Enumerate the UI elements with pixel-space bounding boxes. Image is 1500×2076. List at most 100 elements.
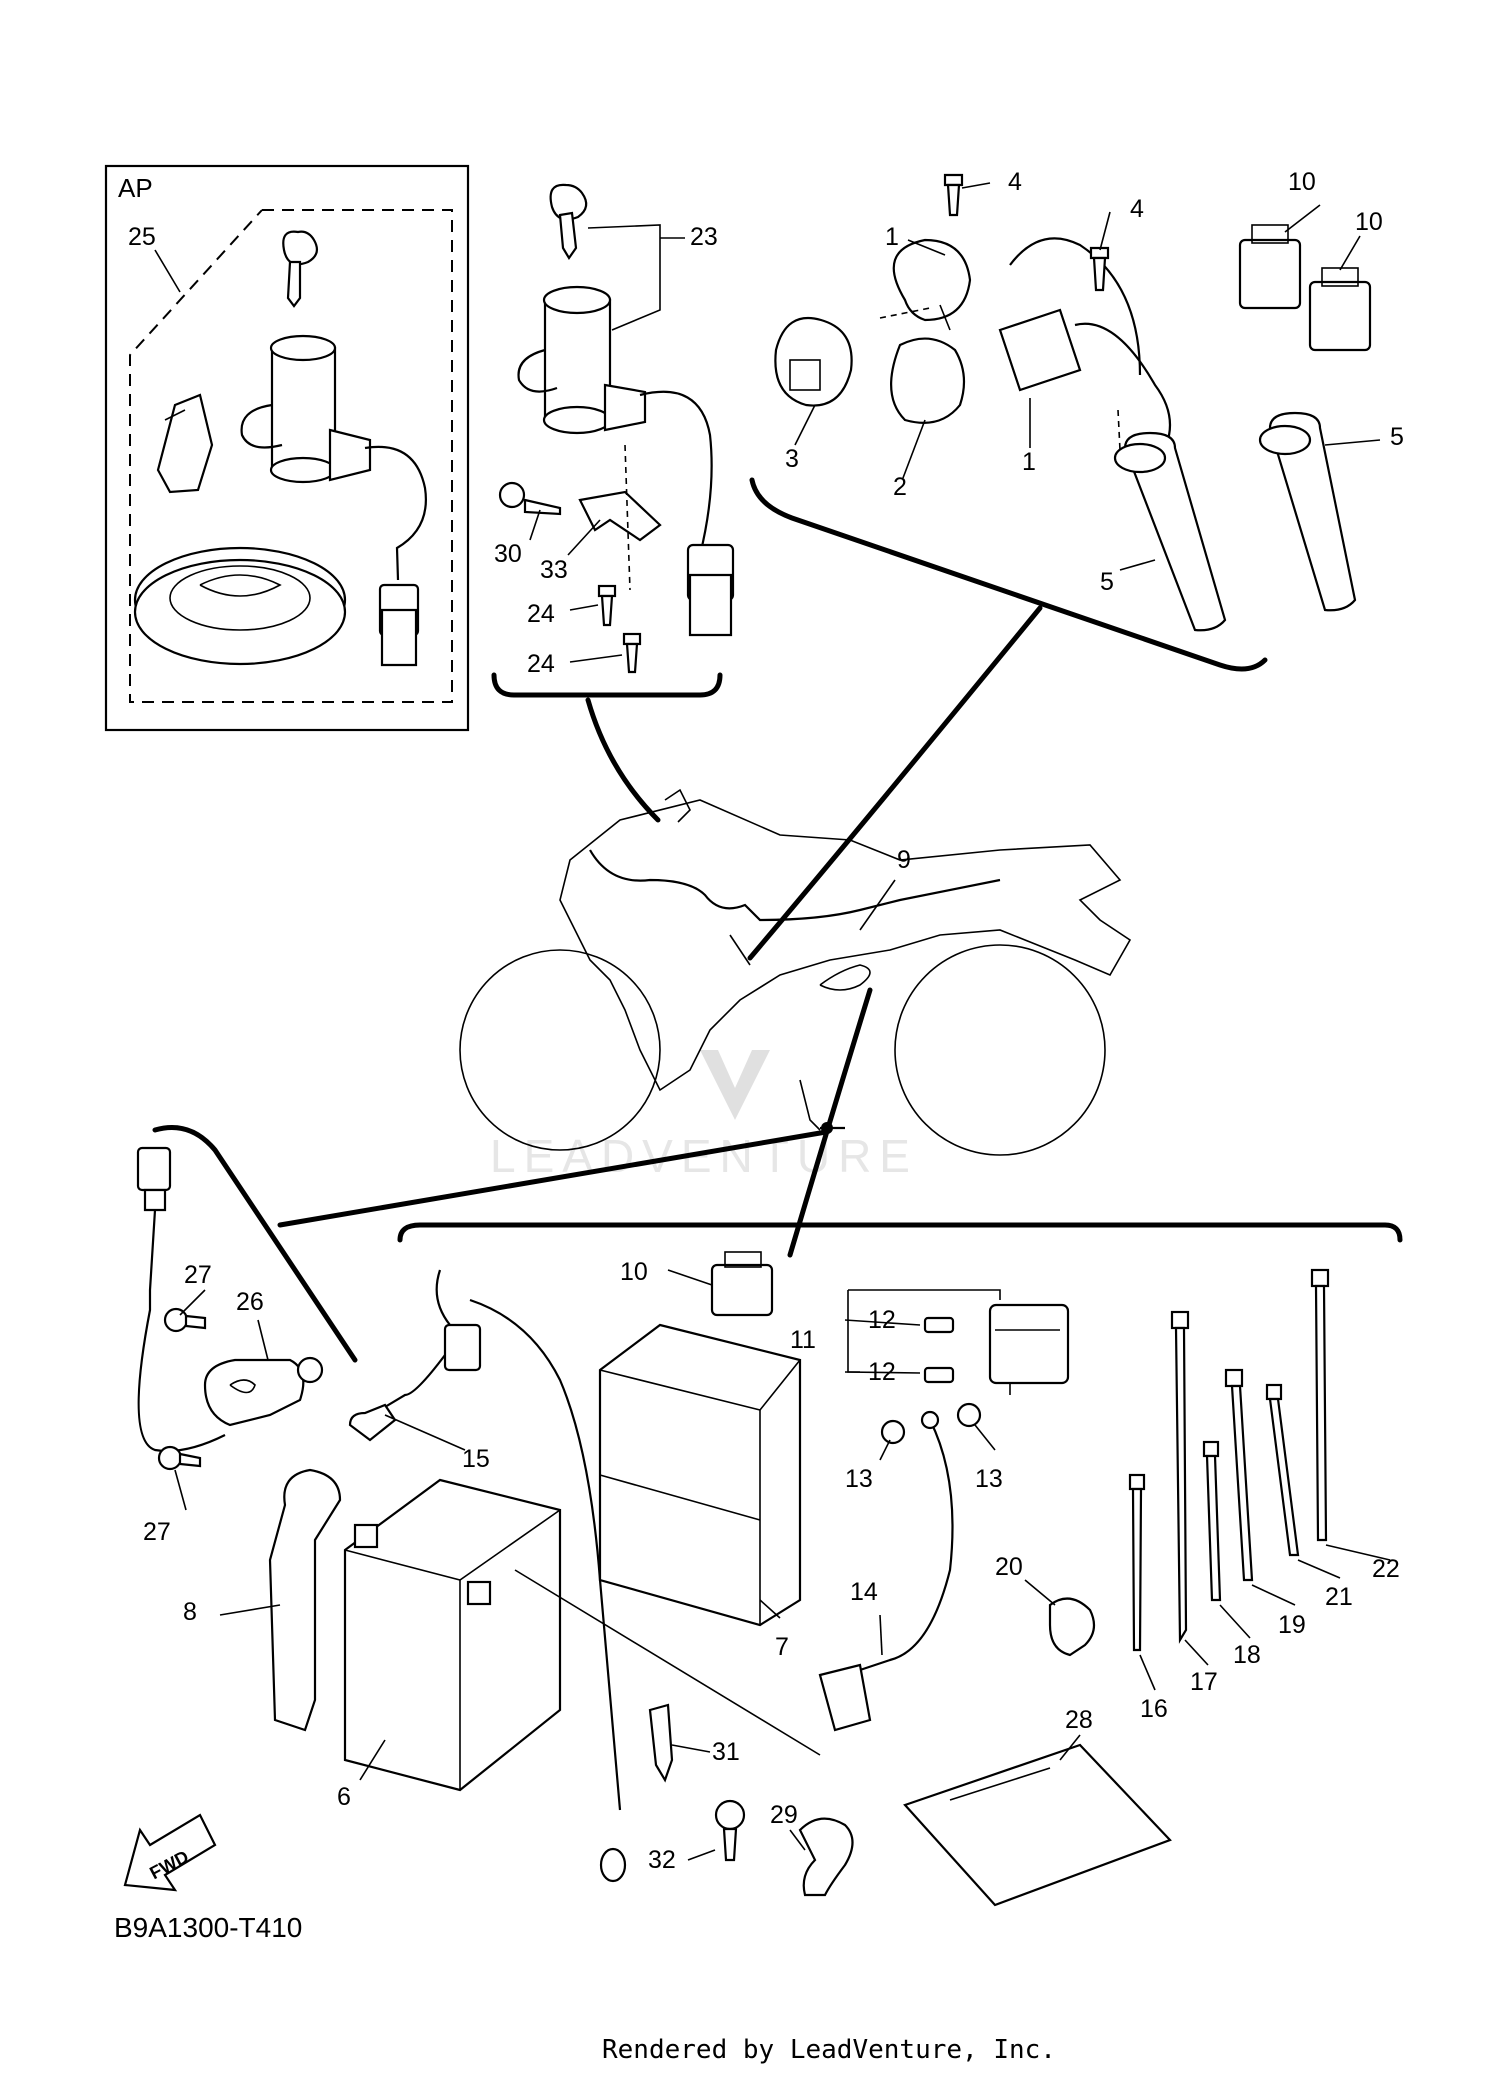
link-line-handlebar xyxy=(747,605,1043,961)
bracket-icon xyxy=(578,490,662,542)
callout-17: 17 xyxy=(1190,1668,1218,1696)
callout-33: 33 xyxy=(540,556,568,584)
callout-1a: 1 xyxy=(885,223,899,251)
callout-4a: 4 xyxy=(1008,168,1022,196)
clamp-20-icon xyxy=(1048,1597,1096,1657)
callout-23: 23 xyxy=(690,223,718,251)
motorcycle-silhouette xyxy=(459,788,1132,1156)
ap-main-switch-icon xyxy=(240,334,427,581)
callout-32: 32 xyxy=(648,1846,676,1874)
handlebar-switch-group xyxy=(749,173,1372,672)
positive-cable-icon xyxy=(818,1410,954,1732)
callout-28: 28 xyxy=(1065,1706,1093,1734)
callout-24a: 24 xyxy=(527,600,555,628)
clip-30-icon xyxy=(498,481,562,516)
cable-tie-17-icon xyxy=(1170,1310,1190,1644)
callout-10c: 10 xyxy=(620,1258,648,1286)
callout-numbers: 25 23 30 33 24 24 4 4 1 1 2 3 10 10 5 5 … xyxy=(128,168,1404,1874)
callout-11: 11 xyxy=(790,1326,816,1354)
cable-guide-line xyxy=(514,1569,821,1756)
callout-9: 9 xyxy=(897,846,911,874)
main-switch-icon xyxy=(517,285,713,556)
callout-13b: 13 xyxy=(975,1465,1003,1493)
cable-tie-18-icon xyxy=(1202,1440,1222,1602)
callout-10a: 10 xyxy=(1288,168,1316,196)
grip-5a-icon xyxy=(1113,431,1227,632)
bolt-4a-icon xyxy=(943,173,964,217)
bolt-13b-icon xyxy=(956,1402,982,1428)
callout-13a: 13 xyxy=(845,1465,873,1493)
switch-3-icon xyxy=(774,316,853,407)
callout-16: 16 xyxy=(1140,1695,1168,1723)
relay-10c-icon xyxy=(710,1251,774,1317)
switch-connector-icon xyxy=(686,543,735,637)
callout-4b: 4 xyxy=(1130,195,1144,223)
callout-24b: 24 xyxy=(527,650,555,678)
callout-31: 31 xyxy=(712,1738,740,1766)
cable-tie-16-icon xyxy=(1128,1473,1146,1652)
callout-7: 7 xyxy=(775,1633,789,1661)
fwd-arrow-icon: FWD xyxy=(123,1813,217,1892)
cable-tie-22-icon xyxy=(1310,1268,1330,1542)
inset-label: AP xyxy=(118,173,153,203)
strap-31-icon xyxy=(648,1703,674,1783)
terminal-15-icon xyxy=(348,1403,397,1442)
callout-21: 21 xyxy=(1325,1583,1353,1611)
cable-tie-21-icon xyxy=(1265,1383,1300,1557)
callout-leaders xyxy=(174,182,1391,1861)
callout-30: 30 xyxy=(494,540,522,568)
ap-key-icon xyxy=(282,230,319,308)
screw-27b-icon xyxy=(157,1445,202,1471)
switch-1a-icon xyxy=(892,238,972,331)
cable-tie-19-icon xyxy=(1224,1368,1254,1582)
main-switch-group xyxy=(491,183,735,698)
ap-seat-lock-icon xyxy=(156,393,214,494)
ap-inset: AP xyxy=(104,164,470,732)
callout-10b: 10 xyxy=(1355,208,1383,236)
callout-8: 8 xyxy=(183,1598,197,1626)
relay-10b-icon xyxy=(1308,267,1372,352)
callout-22: 22 xyxy=(1372,1555,1400,1583)
ap-fuel-cap-icon xyxy=(133,546,347,666)
callout-20: 20 xyxy=(995,1553,1023,1581)
render-credit: Rendered by LeadVenture, Inc. xyxy=(602,2035,1056,2065)
band-29-icon xyxy=(798,1817,854,1897)
clip-32-icon xyxy=(714,1799,746,1862)
link-line-lower-center xyxy=(787,987,873,1258)
sidestand-switch-icon xyxy=(203,1356,324,1427)
key-icon xyxy=(549,183,588,261)
battery-band-icon xyxy=(268,1468,342,1732)
callout-6: 6 xyxy=(337,1783,351,1811)
callout-5b: 5 xyxy=(1100,568,1114,596)
callout-12b: 12 xyxy=(868,1358,896,1386)
callout-27b: 27 xyxy=(143,1518,171,1546)
bolt-24a-icon xyxy=(597,584,617,627)
switch-2-icon xyxy=(890,337,966,424)
fuse-12b-icon xyxy=(923,1366,955,1384)
lower-group-bracket xyxy=(397,1222,1403,1243)
starter-relay-icon xyxy=(988,1303,1070,1395)
callout-1b: 1 xyxy=(1022,448,1036,476)
diagram-code: B9A1300-T410 xyxy=(114,1912,302,1943)
callout-19: 19 xyxy=(1278,1611,1306,1639)
relay-10a-icon xyxy=(1238,224,1302,310)
callout-2: 2 xyxy=(893,473,907,501)
bolt-4b-icon xyxy=(1089,246,1110,292)
link-line-lower-left xyxy=(277,1129,829,1228)
sheet-28-icon xyxy=(903,1743,1172,1907)
callout-14: 14 xyxy=(850,1578,878,1606)
fuse-12a-icon xyxy=(923,1316,955,1334)
screw-27a-icon xyxy=(163,1307,207,1333)
callout-18: 18 xyxy=(1233,1641,1261,1669)
callout-27a: 27 xyxy=(184,1261,212,1289)
grip-5b-icon xyxy=(1258,411,1357,612)
watermark-logo xyxy=(700,1050,770,1120)
callout-15: 15 xyxy=(462,1445,490,1473)
ap-connector-icon xyxy=(378,583,420,667)
callout-26: 26 xyxy=(236,1288,264,1316)
battery-cover-icon xyxy=(598,1323,802,1627)
bolt-13a-icon xyxy=(880,1419,906,1445)
battery-icon xyxy=(343,1478,562,1792)
